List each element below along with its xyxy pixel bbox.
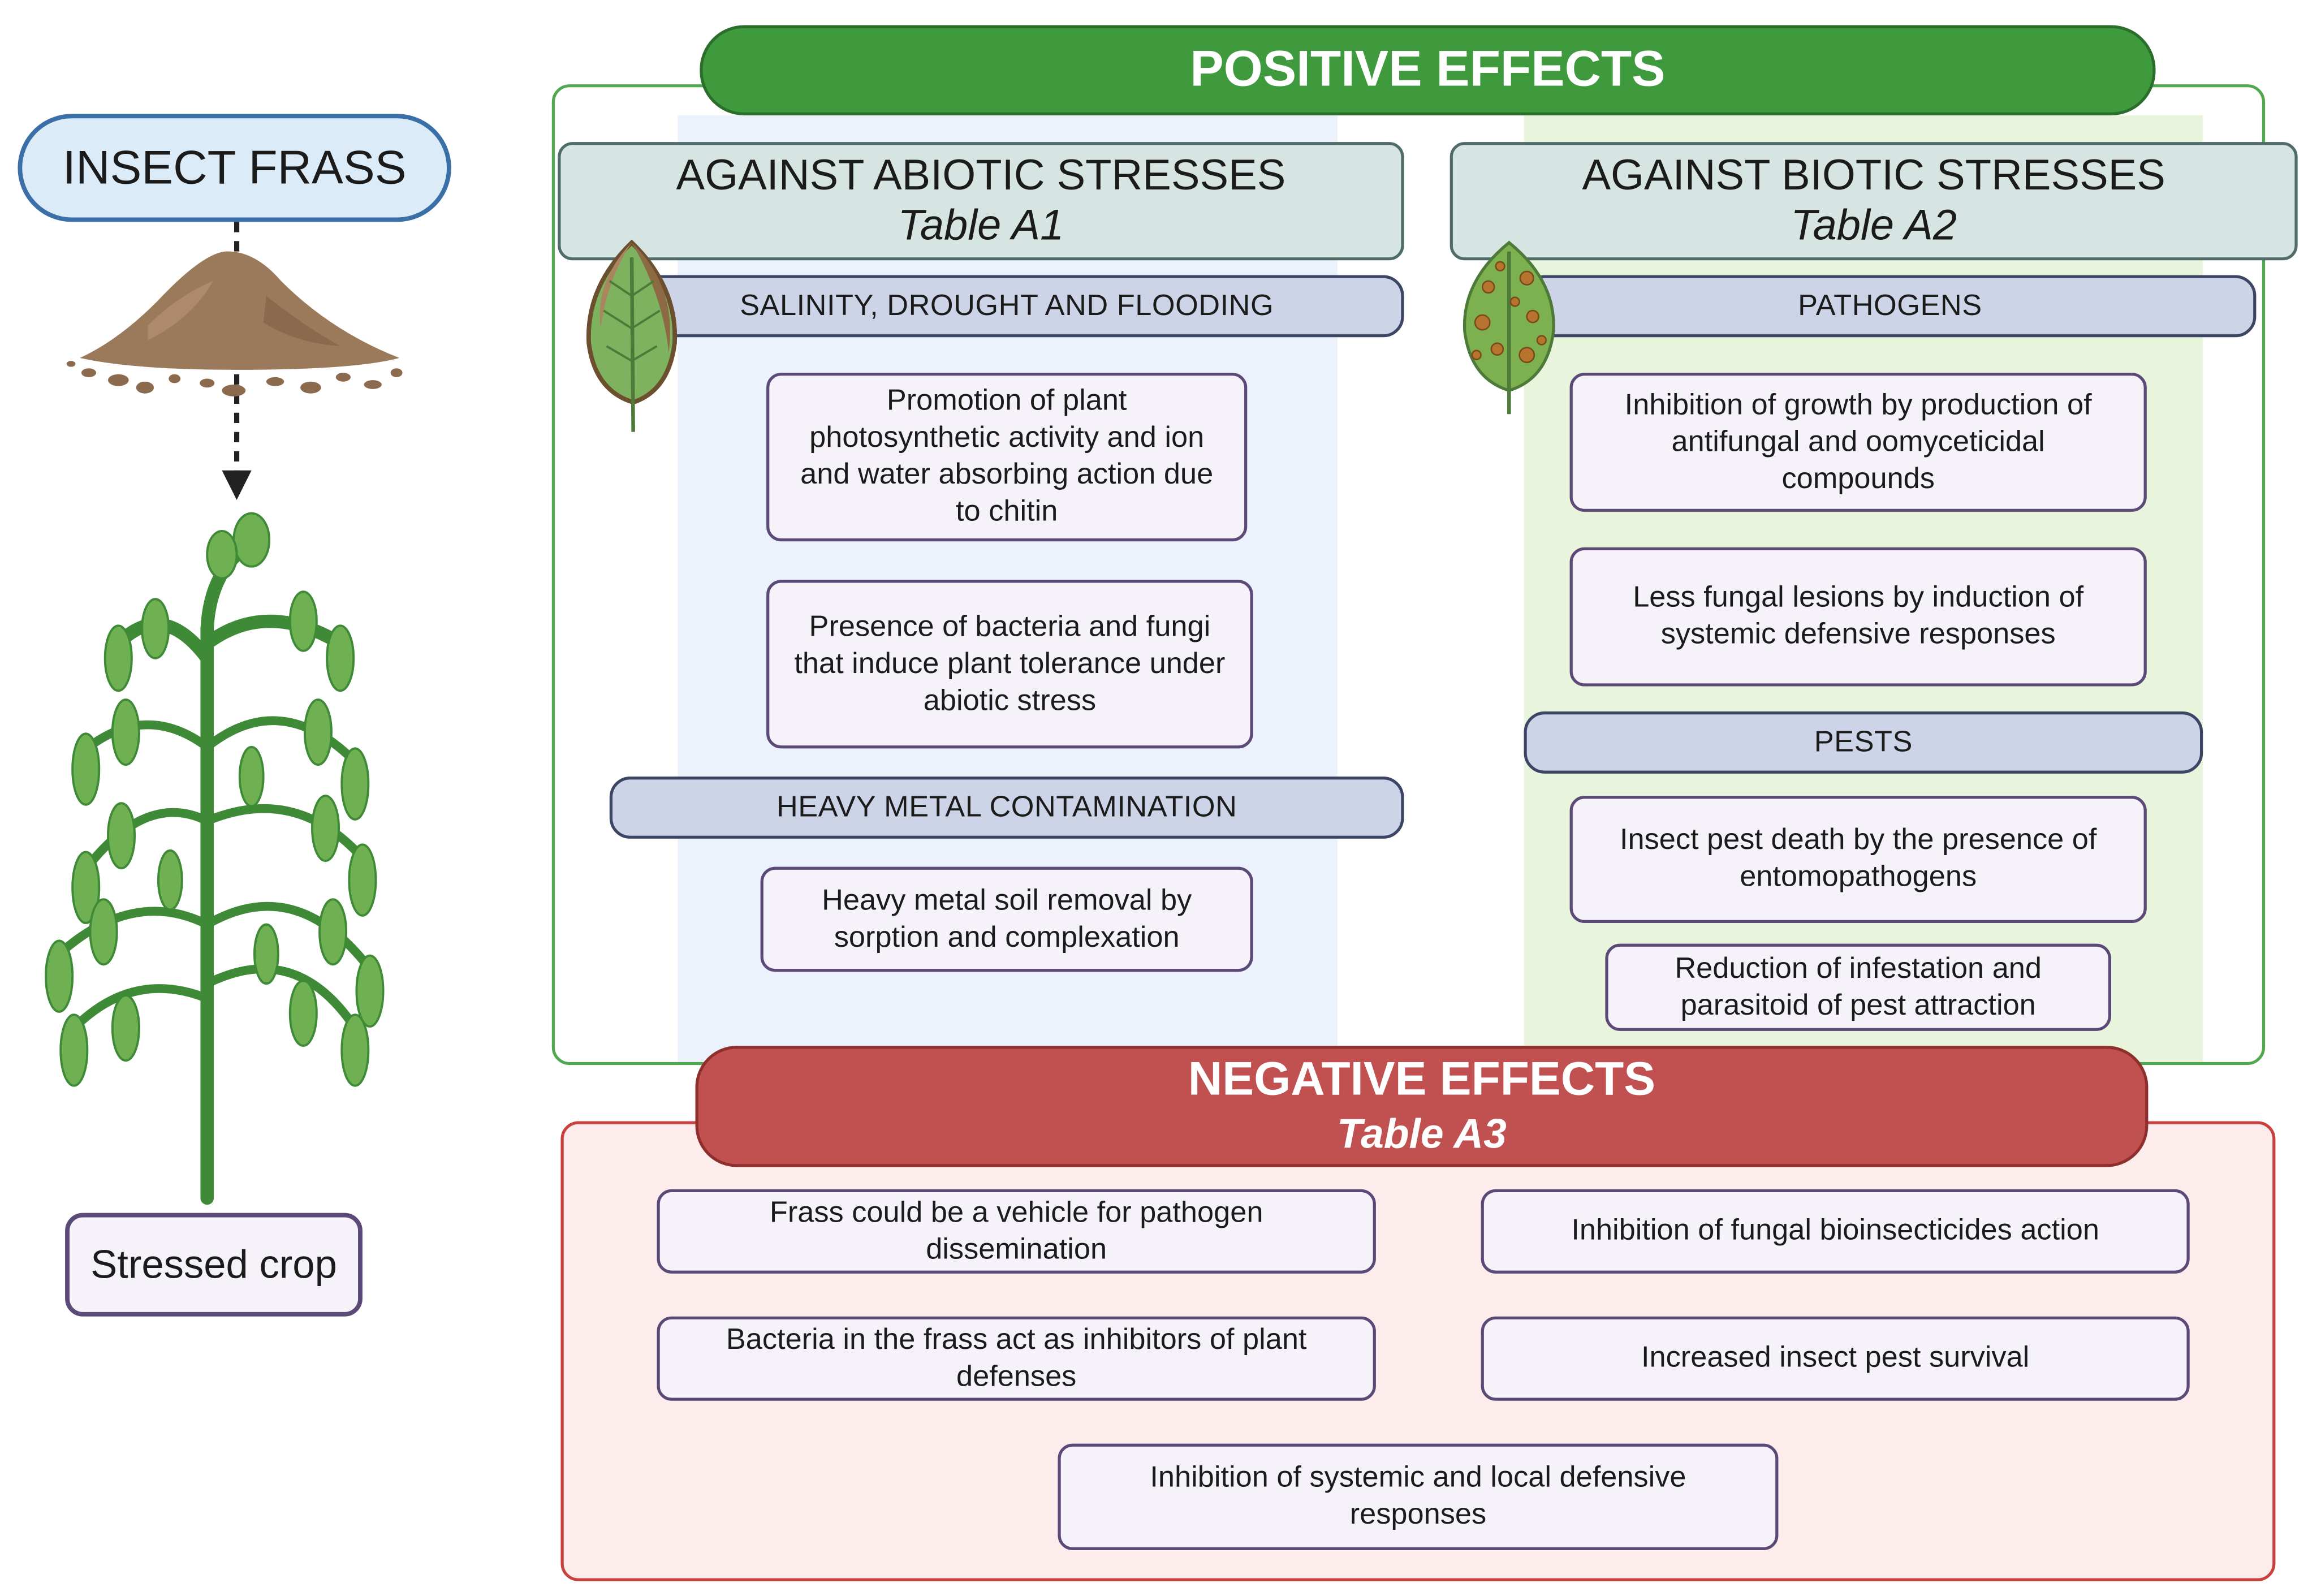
wilted-plant-icon — [45, 512, 385, 1205]
abiotic-header: AGAINST ABIOTIC STRESSES Table A1 — [558, 142, 1404, 261]
negative-item-pathogen-vehicle: Frass could be a vehicle for pathogen di… — [657, 1189, 1376, 1274]
negative-effects-banner: NEGATIVE EFFECTS Table A3 — [695, 1046, 2149, 1167]
abiotic-item-chitin: Promotion of plant photosynthetic activi… — [766, 373, 1248, 542]
diseased-leaf-icon — [1463, 240, 1555, 415]
stressed-crop-label: Stressed crop — [65, 1213, 363, 1317]
dashed-arrow-icon — [222, 222, 252, 501]
abiotic-item-heavy-metal-removal: Heavy metal soil removal by sorption and… — [760, 866, 1253, 972]
biotic-item-systemic-responses: Less fungal lesions by induction of syst… — [1569, 547, 2147, 687]
category-heavy-metal: HEAVY METAL CONTAMINATION — [609, 777, 1404, 839]
negative-item-fungal-bioinsecticides: Inhibition of fungal bioinsecticides act… — [1481, 1189, 2190, 1274]
positive-effects-banner: POSITIVE EFFECTS — [700, 25, 2156, 116]
negative-item-defensive-responses: Inhibition of systemic and local defensi… — [1058, 1443, 1779, 1550]
category-pests: PESTS — [1524, 711, 2203, 774]
biotic-item-entomopathogens: Insect pest death by the presence of ent… — [1569, 796, 2147, 924]
abiotic-item-bacteria-fungi: Presence of bacteria and fungi that indu… — [766, 580, 1253, 749]
negative-item-bacteria-inhibitors: Bacteria in the frass act as inhibitors … — [657, 1316, 1376, 1401]
category-pathogens: PATHOGENS — [1524, 275, 2257, 338]
frass-pile-icon — [66, 251, 403, 396]
biotic-item-antifungal: Inhibition of growth by production of an… — [1569, 373, 2147, 512]
insect-frass-label: INSECT FRASS — [18, 114, 451, 222]
dried-leaf-icon — [586, 239, 678, 432]
category-salinity-drought-flooding: SALINITY, DROUGHT AND FLOODING — [609, 275, 1404, 338]
biotic-item-parasitoid: Reduction of infestation and parasitoid … — [1605, 943, 2112, 1031]
negative-item-pest-survival: Increased insect pest survival — [1481, 1316, 2190, 1401]
biotic-header: AGAINST BIOTIC STRESSES Table A2 — [1449, 142, 2298, 261]
